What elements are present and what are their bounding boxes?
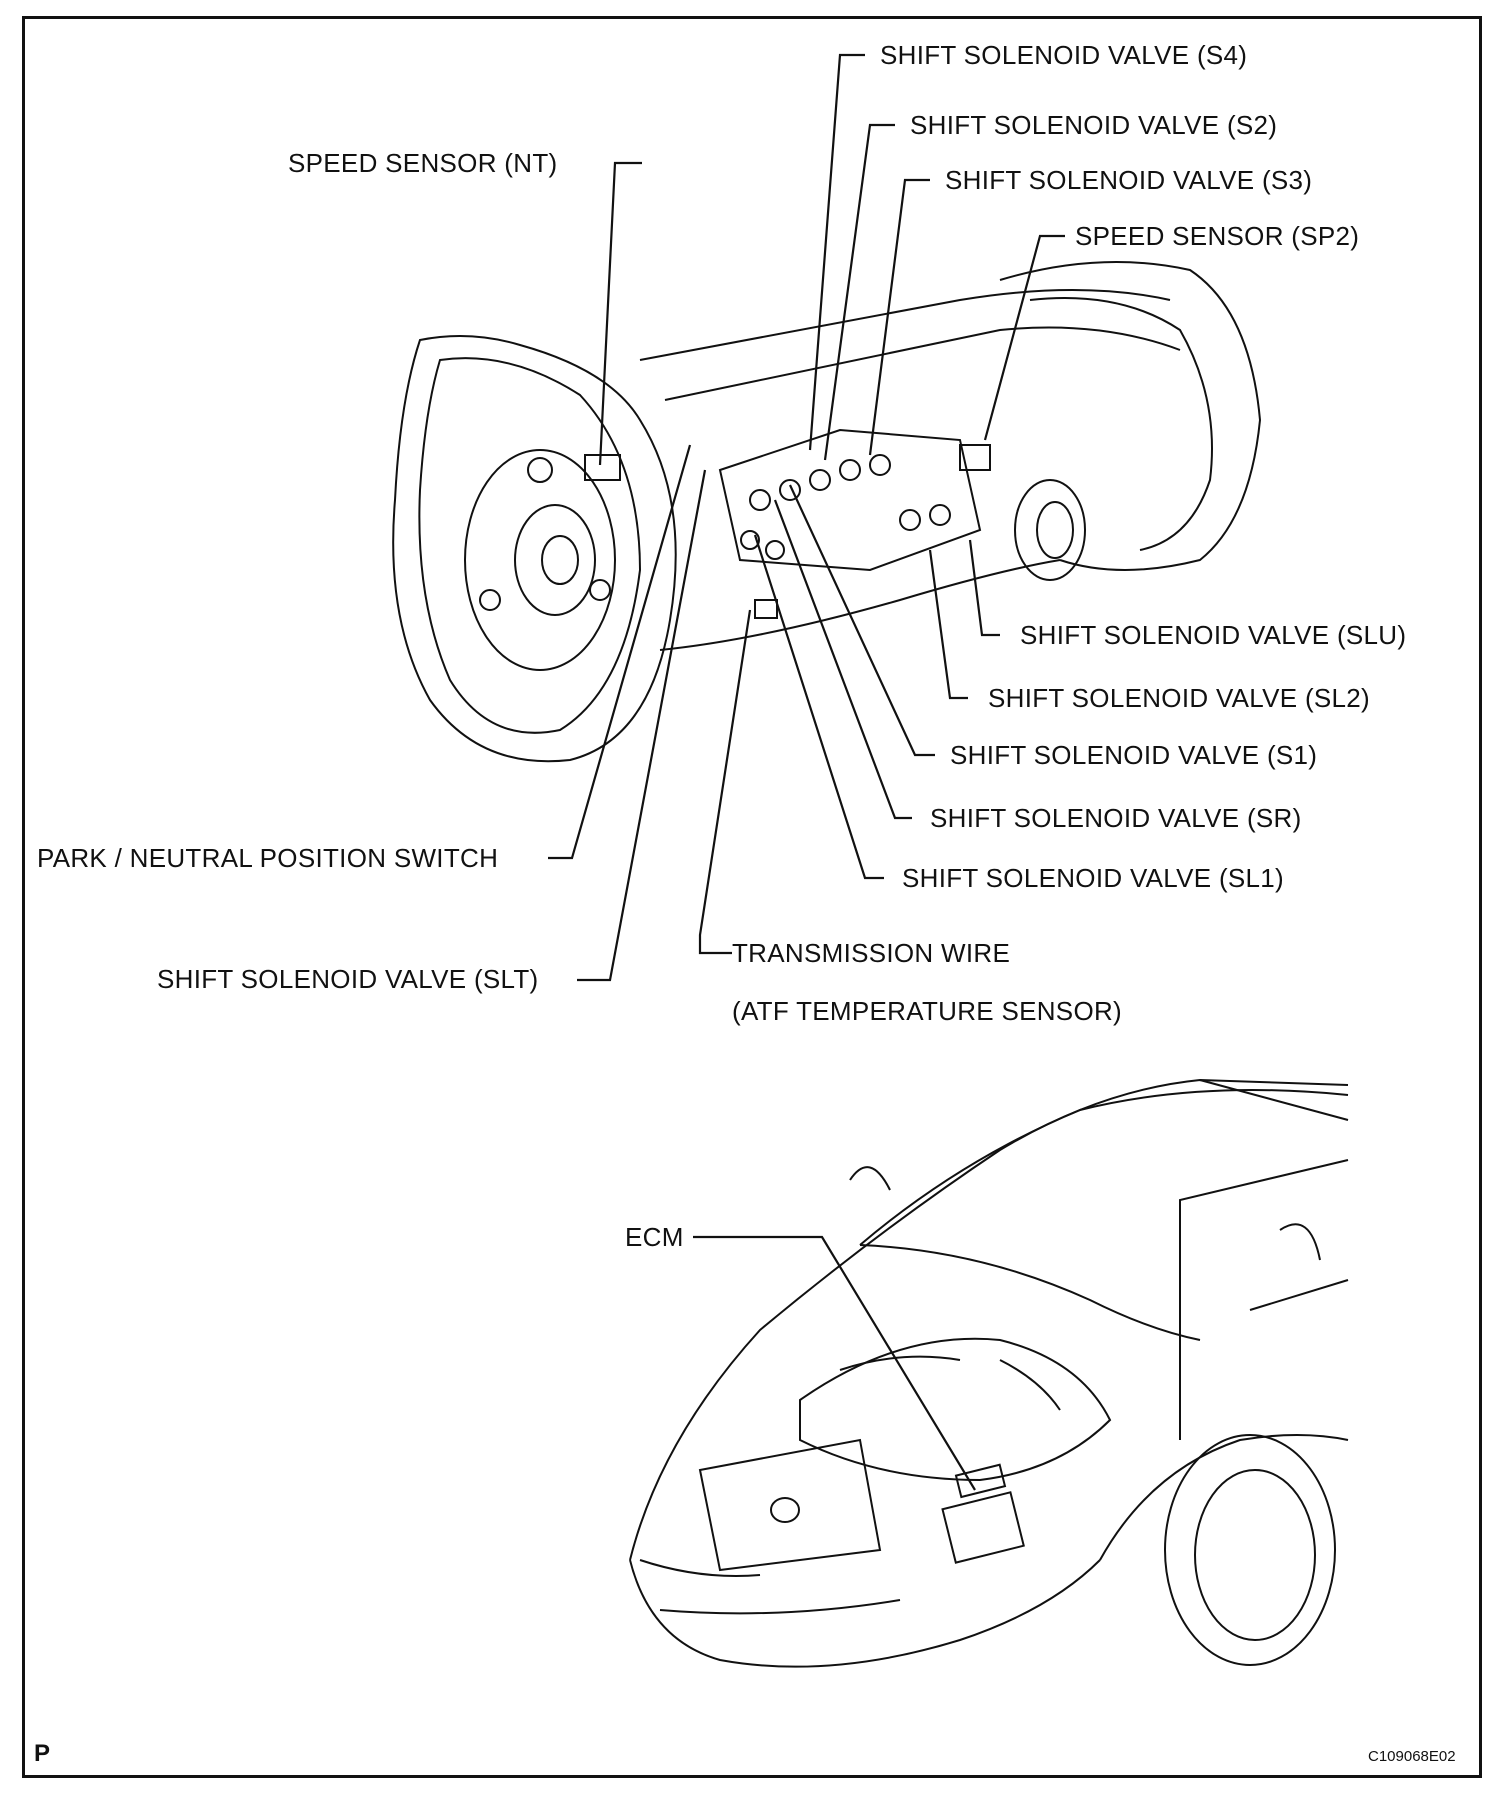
label-s2: SHIFT SOLENOID VALVE (S2): [910, 110, 1278, 140]
label-sl2: SHIFT SOLENOID VALVE (SL2): [988, 683, 1371, 713]
label-park-neutral-position-switch: PARK / NEUTRAL POSITION SWITCH: [37, 843, 499, 873]
figure-code: C109068E02: [1368, 1748, 1456, 1765]
label-ecm: ECM: [625, 1222, 684, 1252]
label-sr: SHIFT SOLENOID VALVE (SR): [930, 803, 1302, 833]
label-s4: SHIFT SOLENOID VALVE (S4): [880, 40, 1248, 70]
transmission-drawing: [392, 261, 1262, 763]
label-atf-temperature-sensor: (ATF TEMPERATURE SENSOR): [732, 996, 1123, 1026]
label-slu: SHIFT SOLENOID VALVE (SLU): [1020, 620, 1407, 650]
diagram-frame: [22, 16, 1482, 1778]
label-s3: SHIFT SOLENOID VALVE (S3): [945, 165, 1313, 195]
label-sl1: SHIFT SOLENOID VALVE (SL1): [902, 863, 1285, 893]
label-nt: SPEED SENSOR (NT): [288, 148, 558, 178]
label-sp2: SPEED SENSOR (SP2): [1075, 221, 1360, 251]
label-s1: SHIFT SOLENOID VALVE (S1): [950, 740, 1318, 770]
label-transmission-wire: TRANSMISSION WIRE: [732, 938, 1011, 968]
leader-lines: [548, 53, 1065, 982]
label-slt: SHIFT SOLENOID VALVE (SLT): [157, 964, 539, 994]
corner-letter: P: [34, 1740, 51, 1767]
car-drawing: [629, 1078, 1349, 1668]
